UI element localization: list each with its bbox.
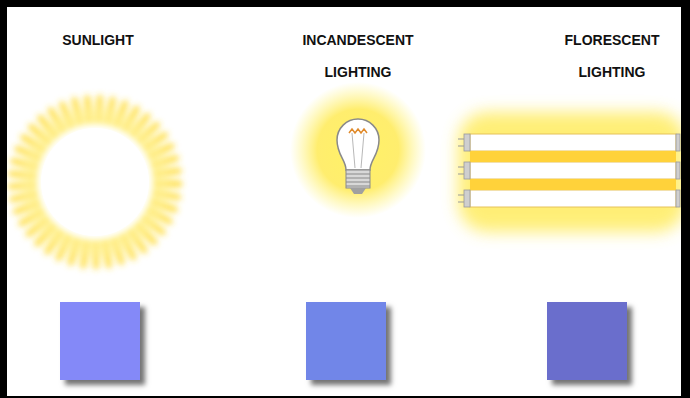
color-swatch: [306, 302, 386, 380]
heading-label: INCANDESCENT LIGHTING: [293, 24, 423, 88]
sun-symbol: [7, 94, 183, 270]
fluorescent-tubes: [458, 112, 686, 232]
color-swatch: [60, 302, 140, 380]
bulb-symbol: [290, 82, 426, 218]
color-swatch: [547, 302, 627, 380]
heading-label: SUNLIGHT: [38, 24, 158, 56]
heading-label: FLORESCENT LIGHTING: [552, 24, 672, 88]
